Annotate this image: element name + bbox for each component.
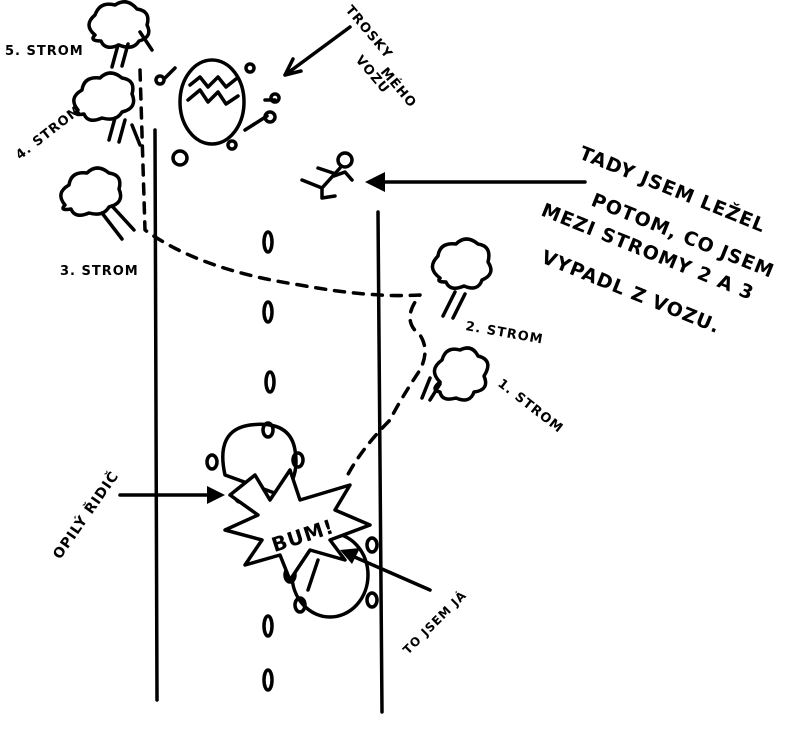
trajectory-path	[138, 68, 427, 482]
lying-arrowhead	[365, 172, 385, 192]
drunk-driver-arrowhead	[207, 486, 225, 504]
me-arrow	[348, 553, 432, 592]
wreck	[154, 58, 281, 167]
tree-2	[430, 237, 493, 320]
me-arrowhead	[340, 548, 360, 564]
tree-4	[72, 71, 142, 147]
tree-1-label: 1. STROM	[495, 376, 566, 436]
road-center-line	[262, 230, 276, 692]
tree-4-label: 4. STROM	[13, 103, 84, 163]
wreck-arrow	[283, 25, 352, 77]
crash-burst	[223, 468, 372, 582]
tree-1	[420, 346, 490, 402]
road-left-edge	[153, 128, 159, 702]
tree-3	[59, 166, 136, 241]
lying-note: TADY JSEM LEŽEL POTOM, CO JSEM MEZI STRO…	[538, 141, 777, 338]
lying-person	[300, 151, 354, 200]
svg-text:TROSKY: TROSKY	[342, 3, 395, 62]
tree-5	[87, 0, 154, 69]
drunk-driver-label: OPILÝ ŘIDIČ	[49, 467, 123, 562]
tree-5-label: 5. STROM	[5, 44, 84, 59]
wreck-label: TROSKY MÉHO VOZU	[342, 3, 420, 111]
me-label: TO JSEM JÁ	[400, 587, 470, 657]
tree-3-label: 3. STROM	[60, 264, 139, 279]
tree-2-label: 2. STROM	[464, 319, 544, 347]
road-right-edge	[376, 210, 384, 714]
